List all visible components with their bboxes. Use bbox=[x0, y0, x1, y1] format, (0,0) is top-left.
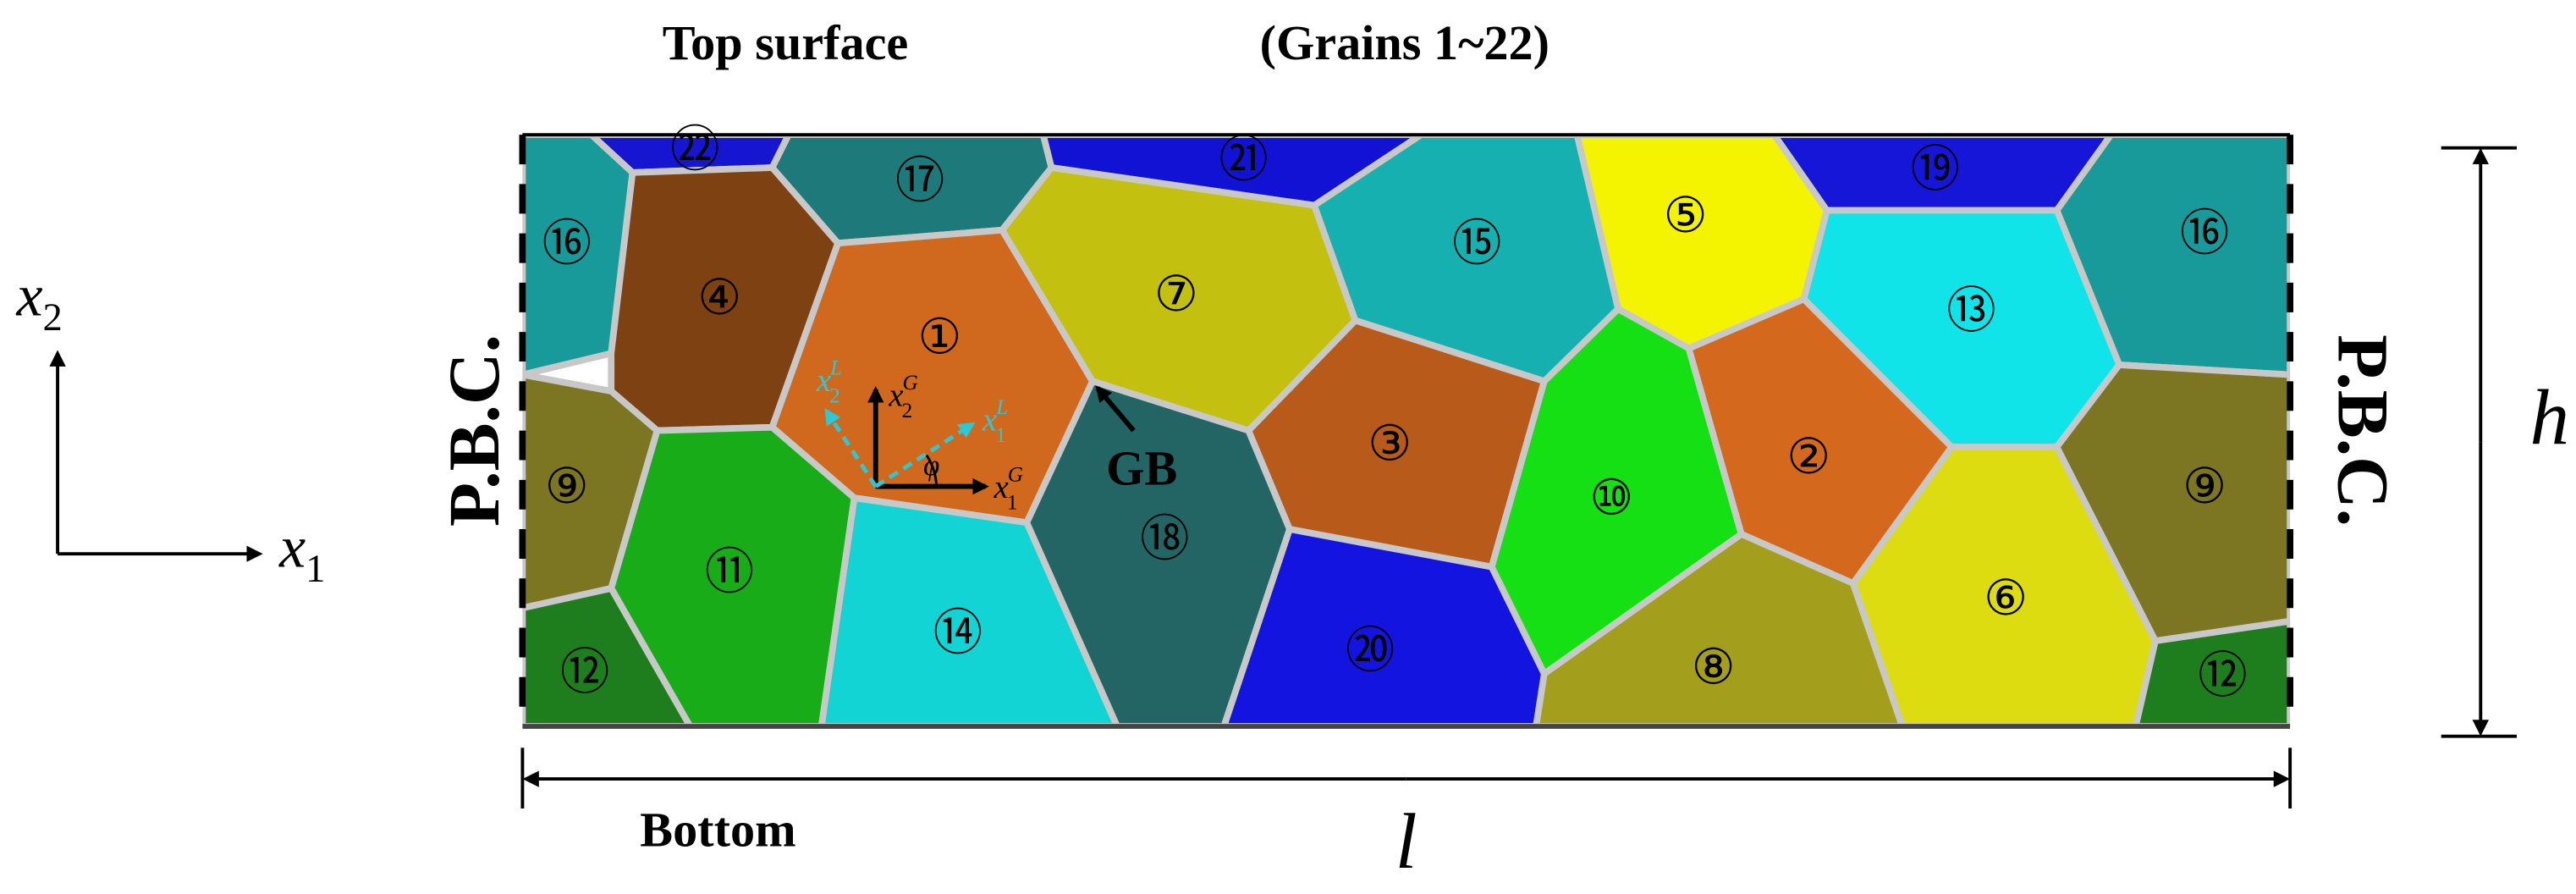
grain-label-13: ⑬ bbox=[1946, 283, 1995, 338]
grain-label-7: ⑦ bbox=[1154, 267, 1198, 322]
grain-coordinate-frames: φ x2G x1G x2L x1L bbox=[816, 357, 1023, 515]
grain-label-16-right: ⑯ bbox=[2180, 206, 2229, 261]
pbc-right-label: P.B.C. bbox=[2323, 334, 2403, 527]
grain-label-21: ㉑ bbox=[1219, 132, 1268, 187]
length-dimension: l bbox=[520, 748, 2293, 886]
axis-x2-label: x2 bbox=[16, 264, 63, 339]
length-label: l bbox=[1395, 798, 1417, 886]
grain-label-9-right: ⑨ bbox=[2182, 459, 2226, 514]
gb-pointer-arrow bbox=[1095, 385, 1136, 433]
grain-label-14: ⑭ bbox=[933, 605, 983, 660]
local-x2-label: x2L bbox=[816, 357, 842, 408]
global-x2-label: x2G bbox=[888, 372, 917, 422]
bottom-label: Bottom bbox=[640, 803, 795, 858]
grain-label-8: ⑧ bbox=[1692, 640, 1736, 695]
grain-9-right bbox=[2053, 361, 2291, 644]
grain-label-11: ⑪ bbox=[705, 544, 754, 599]
grain-label-5: ⑤ bbox=[1664, 188, 1708, 243]
grain-label-19: ⑲ bbox=[1911, 141, 1960, 196]
grain-label-4: ④ bbox=[697, 270, 741, 325]
local-x1-arrow bbox=[874, 422, 976, 488]
grain-label-15: ⑮ bbox=[1452, 216, 1501, 271]
gb-label: GB bbox=[1106, 441, 1177, 496]
grain-label-22: ㉒ bbox=[670, 122, 719, 177]
grain-14 bbox=[817, 494, 1120, 726]
grain-label-18: ⑱ bbox=[1140, 511, 1189, 566]
top-surface-label: Top surface bbox=[663, 15, 909, 70]
height-dimension: h bbox=[2441, 146, 2570, 738]
grain-label-12-left: ⑫ bbox=[560, 644, 609, 699]
axis-x1-label: x1 bbox=[278, 516, 325, 591]
grain-label-3: ③ bbox=[1368, 417, 1412, 472]
grain-labels: ⑯ ㉒ ⑰ ㉑ ⑲ ④ ① ⑦ ⑮ ⑤ ⑯ ⑬ ⑨ ③ ⑩ ② ⑨ ⑪ ⑱ ⑥ … bbox=[542, 122, 2248, 703]
grain-label-20: ⑳ bbox=[1346, 623, 1395, 678]
phi-arc bbox=[925, 454, 938, 487]
grain-label-12-right: ⑫ bbox=[2198, 648, 2247, 703]
pbc-left-label: P.B.C. bbox=[435, 334, 515, 527]
grain-12-right bbox=[2132, 617, 2291, 726]
local-x1-label: x1L bbox=[982, 396, 1008, 447]
global-axes: x1 x2 bbox=[16, 264, 326, 591]
grain-12-left bbox=[522, 585, 694, 726]
grain-label-10: ⑩ bbox=[1589, 471, 1633, 526]
global-x1-label: x1G bbox=[994, 464, 1023, 515]
grain-label-17: ⑰ bbox=[895, 153, 944, 208]
grain-map bbox=[522, 135, 2291, 726]
height-label: h bbox=[2530, 374, 2570, 461]
grain-label-6: ⑥ bbox=[1984, 571, 2028, 626]
grain-label-2: ② bbox=[1786, 429, 1830, 484]
grain-label-16-left: ⑯ bbox=[542, 216, 592, 271]
phi-label: φ bbox=[923, 449, 939, 482]
grain-label-1: ① bbox=[917, 309, 961, 364]
grain-label-9-left: ⑨ bbox=[545, 459, 589, 514]
local-x2-arrow bbox=[824, 408, 878, 488]
grains-range-label: (Grains 1~22) bbox=[1260, 15, 1549, 70]
